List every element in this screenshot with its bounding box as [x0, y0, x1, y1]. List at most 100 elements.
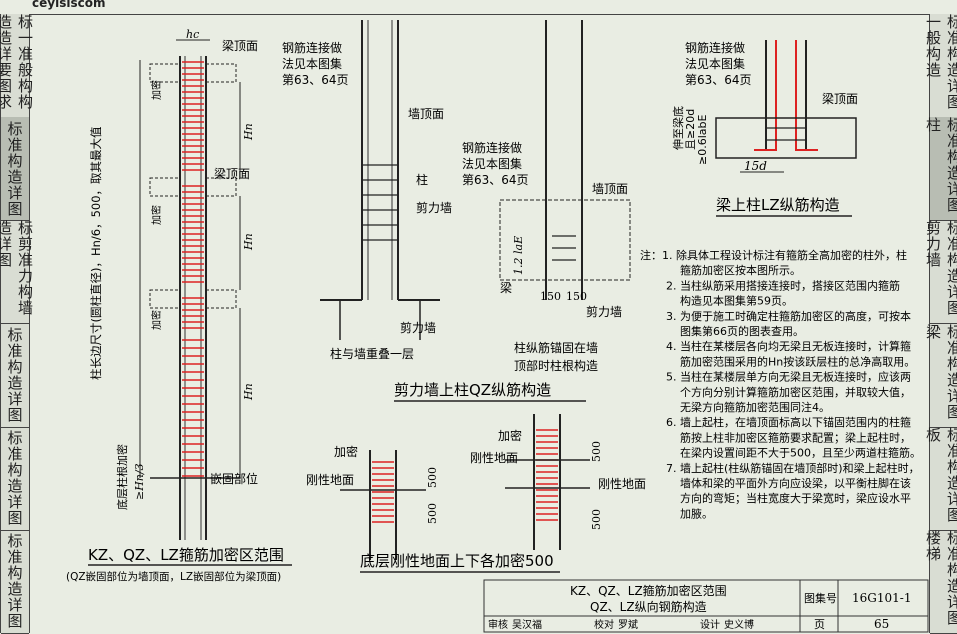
sidebar_left-tab-label: 标准构造详图 — [5, 327, 24, 424]
review-name: 吴汉福 — [512, 618, 542, 631]
note-line: 4. 当柱在某楼层各向均无梁且无板连接时，计算箍 — [666, 339, 911, 353]
title-line-2: QZ、LZ纵向钢筋构造 — [590, 599, 707, 614]
lz-anchor-2: 且≥20d — [684, 109, 697, 150]
publisher-logo: ceyisiscom — [32, 0, 106, 10]
qz-beam-label: 梁 — [500, 280, 512, 295]
left-sidebar: 标一准般构构造造详要图求标准构造详图标剪准力构墙造详图标准构造详图标准构造详图标… — [0, 14, 34, 634]
dim-150-a: 150 — [540, 290, 561, 303]
qz-anchor-shear-wall: 剪力墙 — [586, 304, 622, 319]
sidebar_right-tab-1[interactable]: 标准构造详图柱 — [924, 117, 957, 222]
beam-top-label-2: 梁顶面 — [214, 166, 250, 181]
qz-anchor-note-1: 柱纵筋锚固在墙 — [514, 340, 598, 355]
jiami-label-2: 加密 — [150, 205, 163, 225]
note-line: 个方向分别计算箍筋加密区范围，并取较大值， — [680, 385, 911, 399]
ground-500-c: 500 — [590, 441, 603, 462]
ground-500-a: 500 — [426, 467, 439, 488]
sidebar_left-tab-label: 标准构造详图 — [5, 533, 24, 630]
note-line: 2. 当柱纵筋采用搭接连接时，搭接区范围内箍筋 — [666, 278, 900, 292]
hn3-label: ≥Hn/3 — [133, 463, 146, 500]
jiami-label-3: 加密 — [150, 310, 163, 330]
kz-subtitle: (QZ嵌固部位为墙顶面，LZ嵌固部位为梁顶面) — [66, 570, 281, 583]
sidebar_right-tab-4[interactable]: 标准构造详图板 — [924, 427, 957, 531]
sidebar_left-tab-2[interactable]: 标剪准力构墙造详图 — [0, 220, 34, 325]
kz-column-figure: hc 梁顶面 梁顶面 嵌固部位 Hn Hn Hn 柱长边尺寸(圆柱直径)，Hn/… — [66, 28, 292, 583]
sidebar_right-tab-2[interactable]: 标准构造详图剪力墙 — [924, 220, 957, 325]
atlas-label: 图集号 — [804, 591, 837, 605]
sidebar_left-tab-4[interactable]: 标准构造详图 — [1, 427, 29, 531]
sidebar_left-tab-label: 标准构造详图 — [5, 120, 24, 217]
ground-rigid-3: 刚性地面 — [598, 477, 646, 491]
sidebar_right-tab-label: 标准构造详图一般构造 — [924, 14, 957, 110]
lz-beam-top: 梁顶面 — [822, 91, 858, 106]
qz-shear-wall-label-2: 剪力墙 — [400, 320, 436, 335]
note-line: 6. 墙上起柱，在墙顶面标高以下锚固范围内的柱箍 — [666, 415, 911, 429]
design-name: 史义博 — [724, 618, 754, 631]
sidebar_right-tab-3[interactable]: 标准构造详图梁 — [924, 324, 957, 428]
embed-position-label: 嵌固部位 — [210, 471, 258, 486]
sidebar_right-tab-0[interactable]: 标准构造详图一般构造 — [924, 14, 957, 119]
right-sidebar: 标准构造详图一般构造标准构造详图柱标准构造详图剪力墙标准构造详图梁标准构造详图板… — [924, 14, 957, 634]
review-label: 审核 — [488, 618, 508, 631]
qz-anchor-note-2: 顶部时柱根构造 — [514, 358, 598, 373]
note-line: 筋按上柱非加密区箍筋要求配置；梁上起柱时， — [680, 430, 911, 444]
sidebar_left-tab-3[interactable]: 标准构造详图 — [1, 324, 29, 428]
sidebar_right-tab-label: 标准构造详图柱 — [924, 117, 957, 214]
hn-label-3: Hn — [242, 383, 255, 401]
sidebar_left-tab-label: 标剪准力构墙造详图 — [0, 220, 34, 317]
title-block: KZ、QZ、LZ箍筋加密区范围 QZ、LZ纵向钢筋构造 图集号 16G101-1… — [483, 579, 929, 633]
ground-jiami-2: 加密 — [498, 428, 522, 443]
sidebar_left-tab-label: 标准构造详图 — [5, 430, 24, 527]
qz-wall-top: 墙顶面 — [408, 107, 444, 121]
top-strip: ceyisiscom — [0, 0, 957, 15]
sidebar_left-tab-0[interactable]: 标一准般构构造造详要图求 — [0, 14, 34, 119]
jiami-label-1: 加密 — [150, 80, 163, 100]
kz-title: KZ、QZ、LZ箍筋加密区范围 — [88, 546, 284, 564]
lz-column-figure: 15d 梁顶面 钢筋连接做 法见本图集 第63、64页 伸至梁底 且≥20d ≥… — [671, 40, 858, 217]
lz-ref-1: 钢筋连接做 — [685, 40, 745, 55]
sidebar_right-tab-label: 标准构造详图楼梯 — [924, 529, 957, 626]
page-number: 65 — [874, 617, 889, 631]
note-line: 5. 当柱在某楼层单方向无梁且无板连接时，应该两 — [666, 370, 911, 384]
sidebar_right-tab-5[interactable]: 标准构造详图楼梯 — [924, 530, 957, 634]
note-line: 墙体和梁的平面外方向应设梁，以平衡柱脚在该 — [680, 476, 911, 490]
note-line: 无梁方向箍筋加密范围同注4。 — [680, 400, 830, 414]
lz-anchor-1: 伸至梁底 — [671, 106, 685, 150]
dim-15d: 15d — [744, 159, 767, 173]
note-line: 图集第66页的图表查用。 — [680, 324, 804, 338]
lz-anchor-3: ≥0.6labE — [696, 115, 709, 165]
beam-top-label-1: 梁顶面 — [222, 38, 258, 53]
ground-500-b: 500 — [426, 503, 439, 524]
note-line: 加腋。 — [680, 506, 713, 520]
bottom-root-label: 底层柱根加密 — [115, 444, 129, 510]
qz-lae-dim: 1.2 laE — [512, 236, 525, 275]
note-line: 在梁内设置间距不大于500，且至少两道柱箍筋。 — [680, 446, 921, 460]
qz-overlap-note: 柱与墙重叠一层 — [330, 346, 414, 361]
check-name: 罗斌 — [618, 619, 638, 631]
qz-column-figure: 墙顶面 柱 剪力墙 剪力墙 钢筋连接做 法见本图集 第63、64页 柱与墙重叠一… — [282, 20, 631, 402]
qz-title: 剪力墙上柱QZ纵筋构造 — [394, 381, 551, 399]
design-label: 设计 — [700, 618, 720, 631]
note-line: 箍筋加密区按本图所示。 — [680, 263, 801, 277]
ground-title: 底层刚性地面上下各加密500 — [360, 552, 554, 570]
dim-150-b: 150 — [566, 290, 587, 303]
check-label: 校对 — [594, 618, 614, 631]
sidebar_right-tab-label: 标准构造详图剪力墙 — [924, 220, 957, 317]
lz-title: 梁上柱LZ纵筋构造 — [716, 196, 840, 214]
qz-anchor-ref-1: 钢筋连接做 — [462, 140, 522, 155]
qz-anchor-wall-top: 墙顶面 — [592, 182, 628, 196]
note-line: 注：1. 除具体工程设计标注有箍筋全高加密的柱外，柱 — [640, 248, 907, 262]
note-line: 筋加密范围采用的Hn按该跃层柱的总净高取用。 — [680, 354, 915, 368]
notes-block: 注：1. 除具体工程设计标注有箍筋全高加密的柱外，柱箍筋加密区按本图所示。2. … — [640, 248, 921, 520]
sidebar_left-tab-1[interactable]: 标准构造详图 — [1, 117, 29, 222]
ground-500-d: 500 — [590, 509, 603, 530]
qz-ref-3: 第63、64页 — [282, 73, 349, 87]
qz-shear-wall-label: 剪力墙 — [416, 200, 452, 215]
sidebar_left-tab-label: 标一准般构构造造详要图求 — [0, 14, 34, 110]
sidebar_right-tab-label: 标准构造详图板 — [924, 426, 957, 523]
ground-rigid-2: 刚性地面 — [470, 451, 518, 465]
qz-column-label: 柱 — [416, 172, 428, 187]
qz-ref-1: 钢筋连接做 — [282, 40, 342, 55]
note-line: 构造见本图集第59页。 — [680, 294, 793, 308]
